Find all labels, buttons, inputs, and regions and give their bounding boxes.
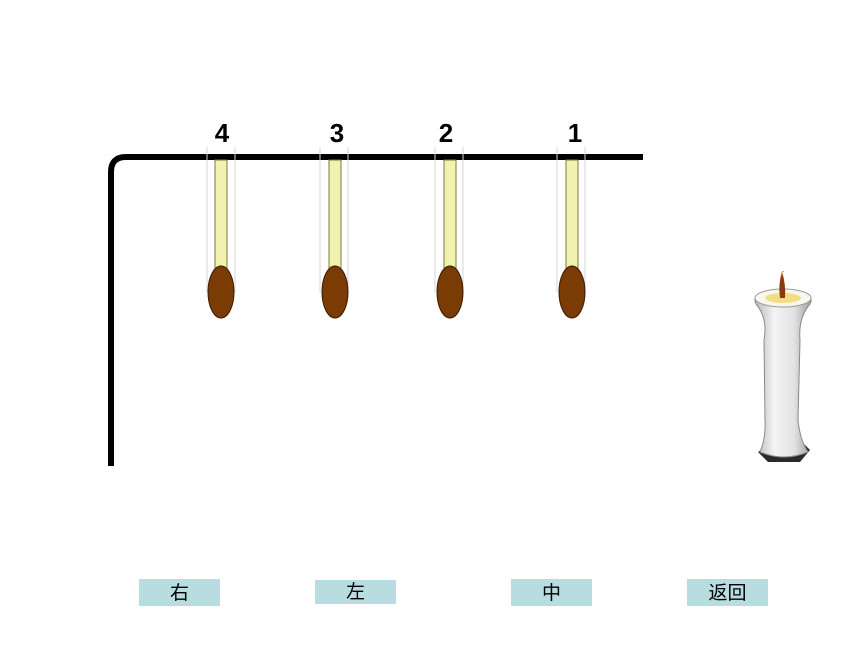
match-stick <box>328 159 342 279</box>
metal-rod <box>108 154 643 466</box>
right-button[interactable]: 右 <box>139 579 220 606</box>
match-4 <box>206 147 236 319</box>
match-head <box>207 265 235 319</box>
match-stick <box>565 159 579 279</box>
match-label-4: 4 <box>214 118 230 148</box>
match-stick <box>443 159 457 279</box>
left-button[interactable]: 左 <box>315 580 396 604</box>
match-1 <box>556 147 586 319</box>
candle-icon[interactable] <box>754 271 812 463</box>
match-label-3: 3 <box>329 118 345 148</box>
match-2 <box>434 147 464 319</box>
middle-button[interactable]: 中 <box>511 579 592 606</box>
match-head <box>436 265 464 319</box>
match-stick <box>214 159 228 279</box>
match-label-1: 1 <box>567 118 583 148</box>
back-button[interactable]: 返回 <box>687 579 768 606</box>
match-label-2: 2 <box>438 118 454 148</box>
match-head <box>321 265 349 319</box>
match-3 <box>319 147 349 319</box>
match-head <box>558 265 586 319</box>
